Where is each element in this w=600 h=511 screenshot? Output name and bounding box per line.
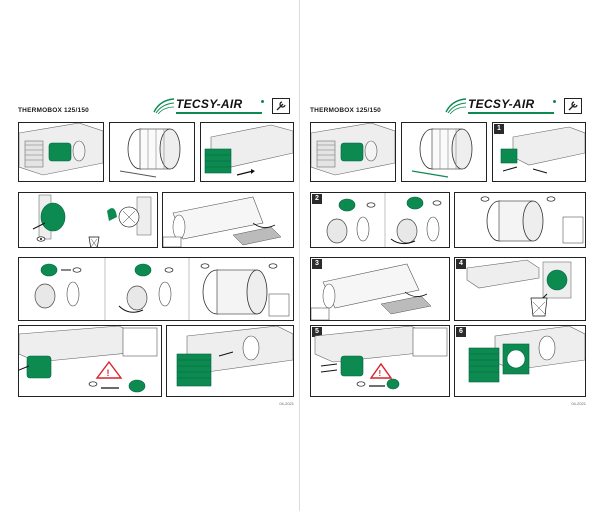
panel-L1: [18, 122, 104, 182]
wrench-icon: [564, 98, 582, 114]
footer-code: 04-2021: [571, 401, 586, 406]
registered-dot: [261, 100, 264, 103]
page-title: THERMOBOX 125/150: [310, 107, 381, 114]
brand-underline: [176, 112, 262, 114]
registered-dot: [553, 100, 556, 103]
svg-text:!: !: [107, 368, 110, 378]
page-title: THERMOBOX 125/150: [18, 107, 89, 114]
panel-L6: [18, 257, 294, 321]
panel-L2: [109, 122, 195, 182]
step-number: 2: [312, 194, 322, 204]
brand-underline: [468, 112, 554, 114]
page-divider: [299, 0, 300, 511]
panel-R8: 5 !: [310, 325, 450, 397]
footer-code: 04-2021: [279, 401, 294, 406]
panel-R2: [401, 122, 487, 182]
panel-L7: !: [18, 325, 162, 397]
panel-R4: 2: [310, 192, 450, 248]
wrench-icon: [272, 98, 290, 114]
page-header: THERMOBOX 125/150 TECSY-AIR: [14, 94, 296, 120]
step-number: 3: [312, 259, 322, 269]
panel-R1: [310, 122, 396, 182]
brand-logo: TECSY-AIR: [444, 96, 556, 116]
panel-L3: [200, 122, 294, 182]
brand-name: TECSY-AIR: [176, 97, 243, 111]
step-number: 5: [312, 327, 322, 337]
warning-icon: [369, 362, 393, 379]
instruction-page-right: THERMOBOX 125/150 TECSY-AIR: [306, 94, 588, 406]
logo-swoosh-icon: [445, 98, 467, 115]
logo-swoosh-icon: [153, 98, 175, 115]
warning-icon: [95, 360, 123, 379]
eye-icon: [366, 202, 376, 208]
svg-text:!: !: [379, 369, 382, 378]
brand-name: TECSY-AIR: [468, 97, 535, 111]
panel-L4: [18, 192, 158, 248]
page-header: THERMOBOX 125/150 TECSY-AIR: [306, 94, 588, 120]
panel-L8: [166, 325, 294, 397]
panel-R3: 1: [492, 122, 586, 182]
panel-R9: 6: [454, 325, 586, 397]
step-number: 1: [494, 124, 504, 134]
eye-icon: [72, 267, 82, 273]
panel-L5: [162, 192, 294, 248]
panel-R5: [454, 192, 586, 248]
panel-R7: 4: [454, 257, 586, 321]
trash-basket-icon: [88, 236, 100, 247]
brand-logo: TECSY-AIR: [152, 96, 264, 116]
step-number: 4: [456, 259, 466, 269]
step-number: 6: [456, 327, 466, 337]
trash-basket-icon: [530, 297, 548, 317]
panel-R6: 3: [310, 257, 450, 321]
instruction-page-left: THERMOBOX 125/150 TECSY-AIR: [14, 94, 296, 406]
